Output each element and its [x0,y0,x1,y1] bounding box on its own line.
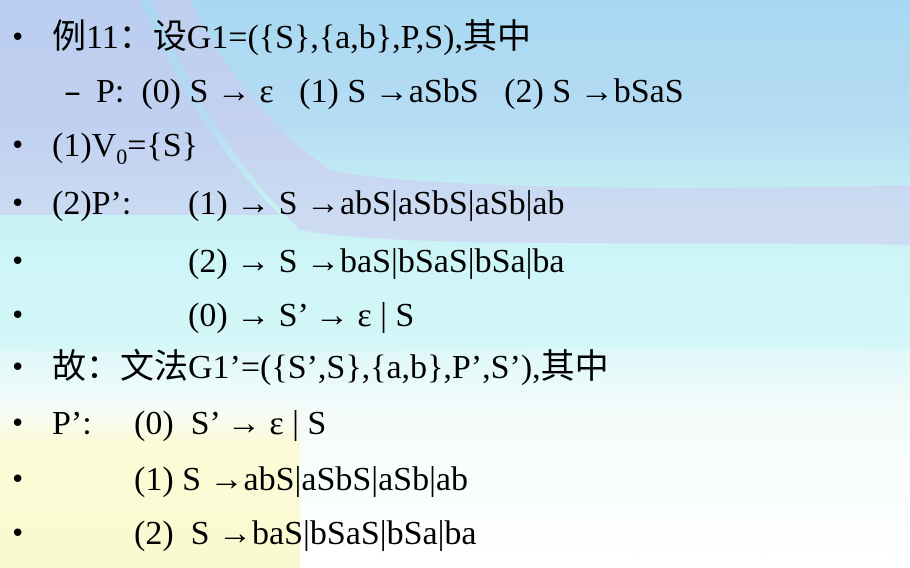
dash-bullet: – [64,72,81,112]
production-0: (0) → S’ → ε | S [188,297,415,334]
bullet: • [10,301,26,331]
bullet: • [10,353,26,383]
production-2: (2) → S →baS|bSaS|bSa|ba [188,243,565,280]
bullet: • [10,247,26,277]
v0-value: ={S} [127,127,198,164]
final-production-0: (0) S’ → ε | S [134,405,327,442]
bullet: • [10,189,26,219]
final-production-2: (2) S →baS|bSaS|bSa|ba [134,515,477,552]
p-prime-label: P’: [52,405,92,442]
bullet: • [10,519,26,549]
example-title: 例11：设G1=({S},{a,b},P,S),其中 [52,19,531,56]
grammar-g1-prime: 故：文法G1’=({S’,S},{a,b},P’,S’),其中 [52,349,609,386]
p-prime-label: (2)P’: [52,185,132,222]
v0-label: (1)V [52,127,117,164]
v0-set: (1)V0={S} [52,126,198,177]
final-production-1: (1) S →abS|aSbS|aSb|ab [134,461,468,498]
productions-p: P: (0) S → ε (1) S →aSbS (2) S →bSaS [96,73,684,110]
bullet: • [10,131,26,161]
bullet: • [10,23,26,53]
production-1: (1) → S →abS|aSbS|aSb|ab [188,185,565,222]
v0-subscript: 0 [116,144,128,169]
bullet: • [10,465,26,495]
bullet: • [10,409,26,439]
